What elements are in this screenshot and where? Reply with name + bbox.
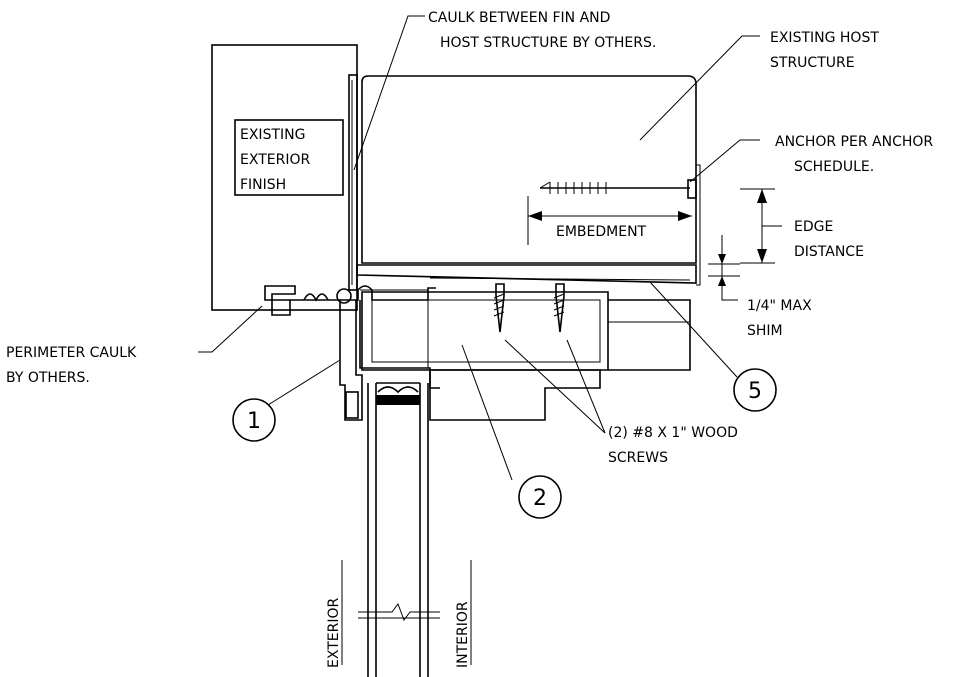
caulk-fin-label-1: CAULK BETWEEN FIN AND — [428, 10, 610, 26]
leader-lines — [198, 15, 760, 481]
embedment-label: EMBEDMENT — [556, 224, 647, 240]
edge-distance-dimension: EDGE DISTANCE — [740, 188, 864, 264]
callout-5: 5 — [733, 368, 777, 412]
edge-distance-label-2: DISTANCE — [794, 244, 864, 260]
exterior-finish-label-3: FINISH — [240, 177, 286, 193]
exterior-finish-label-2: EXTERIOR — [240, 152, 310, 168]
callout-1-number: 1 — [247, 409, 261, 434]
edge-distance-label-1: EDGE — [794, 219, 833, 235]
shim-label-2: SHIM — [747, 323, 783, 339]
host-structure — [361, 75, 697, 264]
screws-label-1: (2) #8 X 1" WOOD — [608, 425, 738, 441]
perimeter-caulk-label-2: BY OTHERS. — [6, 370, 90, 386]
callout-2-number: 2 — [533, 486, 547, 511]
caulk-fin-label-2: HOST STRUCTURE BY OTHERS. — [440, 35, 656, 51]
shim-strip — [356, 264, 697, 284]
window-frame-extrusion — [264, 285, 691, 421]
anchor-screw — [539, 164, 701, 286]
window-fin — [348, 74, 358, 291]
shim-dimension: 1/4" MAX SHIM — [708, 235, 812, 339]
existing-host-label-2: STRUCTURE — [770, 55, 855, 71]
screws-label-2: SCREWS — [608, 450, 668, 466]
callout-1: 1 — [232, 398, 276, 442]
embedment-dimension: EMBEDMENT — [527, 196, 692, 245]
callout-5-number: 5 — [748, 379, 762, 404]
glazing-unit — [358, 382, 440, 677]
exterior-label: EXTERIOR — [326, 598, 342, 668]
shim-label-1: 1/4" MAX — [747, 298, 812, 314]
perimeter-caulk-label-1: PERIMETER CAULK — [6, 345, 137, 361]
wood-screws — [493, 283, 565, 333]
exterior-finish-block: EXISTING EXTERIOR FINISH — [211, 44, 358, 311]
anchor-label-1: ANCHOR PER ANCHOR — [775, 134, 933, 150]
interior-label: INTERIOR — [455, 601, 471, 668]
anchor-label-2: SCHEDULE. — [794, 159, 874, 175]
callout-2: 2 — [518, 475, 562, 519]
exterior-finish-label-1: EXISTING — [240, 127, 305, 143]
existing-host-label-1: EXISTING HOST — [770, 30, 879, 46]
